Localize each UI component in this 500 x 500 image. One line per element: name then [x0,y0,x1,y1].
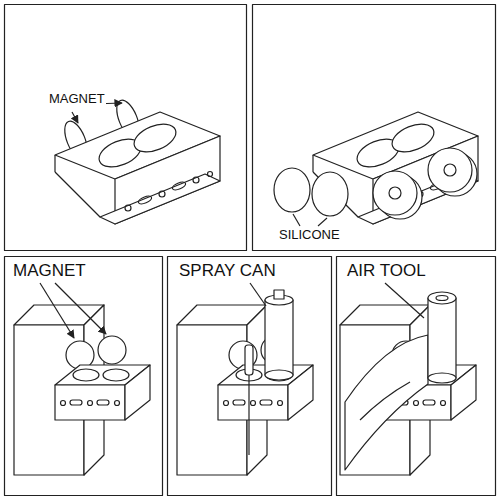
drawing-stroke [428,292,456,304]
drawing-stroke [373,171,417,215]
drawing-stroke [250,283,266,306]
drawing-stroke [5,5,247,251]
drawing-stroke [444,164,456,176]
magnet-bracket-top-left [55,97,220,224]
drawing-stroke [55,283,106,334]
part-label: SPRAY CAN [178,262,277,281]
drawing-stroke [436,296,448,301]
drawing-stroke [428,148,472,192]
drawing-stroke [389,187,401,199]
drawing-stroke [168,257,332,496]
drawing-stroke [428,298,456,378]
part-label: MAGNET [12,262,87,281]
part-label: SILICONE [278,228,341,242]
drawing-stroke [385,283,424,318]
drawing-stroke [337,257,496,496]
drawing-stroke [72,112,78,123]
magnet-wall-view [14,283,150,475]
drawing-stroke [55,336,150,420]
drawing-stroke [40,283,74,338]
magnet-bracket-top-right [274,112,478,226]
drawing-stroke [345,335,428,470]
drawing-stroke [245,345,253,375]
drawing-stroke [55,112,220,224]
drawing-stroke [312,172,348,216]
drawing-stroke [5,257,163,496]
drawing-stroke [313,112,478,224]
air-tool-view [340,283,476,475]
drawing-stroke [265,300,293,375]
part-label: MAGNET [48,92,106,106]
drawing-stroke [428,373,456,383]
panel-frames [5,5,496,496]
drawing-stroke [340,305,430,475]
drawing-stroke [360,382,410,420]
drawing-stroke [248,375,249,455]
drawing-stroke [274,168,310,212]
drawing-stroke [253,5,496,251]
drawing-stroke [293,214,300,226]
spray-can-view [177,283,313,475]
drawing-stroke [265,370,293,380]
drawing-stroke [274,290,284,299]
part-label: AIR TOOL [346,262,427,281]
drawing-stroke [318,218,327,226]
